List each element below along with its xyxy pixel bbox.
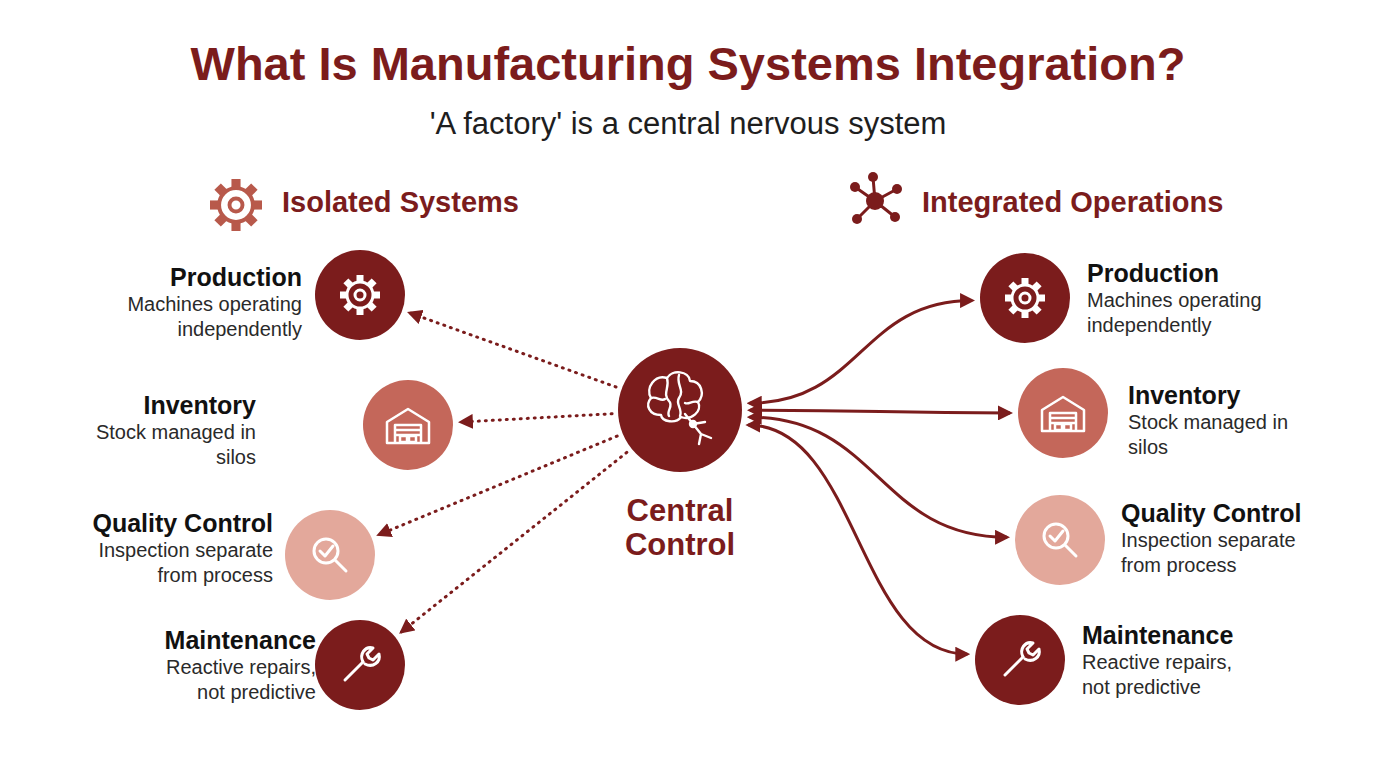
section-heading: Integrated Operations bbox=[922, 186, 1223, 219]
section-gear-icon bbox=[210, 179, 262, 231]
system-circle: Quality ControlInspection separate from … bbox=[285, 510, 375, 600]
hub-circle: Central Control bbox=[618, 348, 742, 472]
section-network-icon bbox=[850, 172, 902, 224]
system-circle: ProductionMachines operating independent… bbox=[980, 253, 1070, 343]
flow-arrow bbox=[750, 301, 972, 404]
node-text-group: ProductionMachines operating independent… bbox=[1087, 258, 1287, 338]
system-circle: ProductionMachines operating independent… bbox=[315, 250, 405, 340]
system-circle: Quality ControlInspection separate from … bbox=[1015, 495, 1105, 585]
node-text-group: ProductionMachines operating independent… bbox=[102, 262, 302, 342]
system-description: Inspection separate from process bbox=[68, 538, 273, 588]
node-text-group: Quality ControlInspection separate from … bbox=[68, 508, 273, 588]
node-text-group: InventoryStock managed in silos bbox=[81, 390, 256, 470]
system-circle: InventoryStock managed in silos bbox=[363, 380, 453, 470]
node-text-group: Quality ControlInspection separate from … bbox=[1121, 498, 1326, 578]
system-description: Inspection separate from process bbox=[1121, 528, 1326, 578]
system-heading: Quality Control bbox=[1121, 498, 1326, 528]
system-description: Machines operating independently bbox=[1087, 288, 1287, 338]
connector-group bbox=[379, 301, 1010, 655]
system-circle: MaintenanceReactive repairs, not predict… bbox=[315, 620, 405, 710]
system-heading: Maintenance bbox=[1082, 620, 1262, 650]
node-text-group: MaintenanceReactive repairs, not predict… bbox=[1082, 620, 1262, 700]
system-description: Machines operating independently bbox=[102, 292, 302, 342]
system-heading: Production bbox=[102, 262, 302, 292]
section-heading: Isolated Systems bbox=[282, 186, 519, 219]
system-heading: Quality Control bbox=[68, 508, 273, 538]
system-heading: Inventory bbox=[81, 390, 256, 420]
system-circle: MaintenanceReactive repairs, not predict… bbox=[975, 615, 1065, 705]
flow-arrow bbox=[750, 410, 1010, 413]
system-circle: InventoryStock managed in silos bbox=[1018, 368, 1108, 458]
system-description: Stock managed in silos bbox=[1128, 410, 1303, 460]
diagram-title: What Is Manufacturing Systems Integratio… bbox=[0, 36, 1376, 91]
node-text-group: InventoryStock managed in silos bbox=[1128, 380, 1303, 460]
flow-arrow bbox=[750, 417, 1007, 537]
dotted-arrow bbox=[410, 313, 616, 387]
system-heading: Production bbox=[1087, 258, 1287, 288]
subtitle: 'A factory' is a central nervous system bbox=[188, 106, 1188, 142]
system-description: Reactive repairs, not predictive bbox=[136, 655, 316, 705]
system-heading: Inventory bbox=[1128, 380, 1303, 410]
node-text-group: MaintenanceReactive repairs, not predict… bbox=[136, 625, 316, 705]
dotted-arrow bbox=[401, 452, 626, 632]
dotted-arrow bbox=[461, 414, 612, 422]
system-heading: Maintenance bbox=[136, 625, 316, 655]
system-description: Stock managed in silos bbox=[81, 420, 256, 470]
hub-label: Central Control bbox=[585, 494, 775, 562]
system-description: Reactive repairs, not predictive bbox=[1082, 650, 1262, 700]
node-text-group: Central Control bbox=[585, 494, 775, 562]
flow-arrow bbox=[748, 425, 967, 654]
